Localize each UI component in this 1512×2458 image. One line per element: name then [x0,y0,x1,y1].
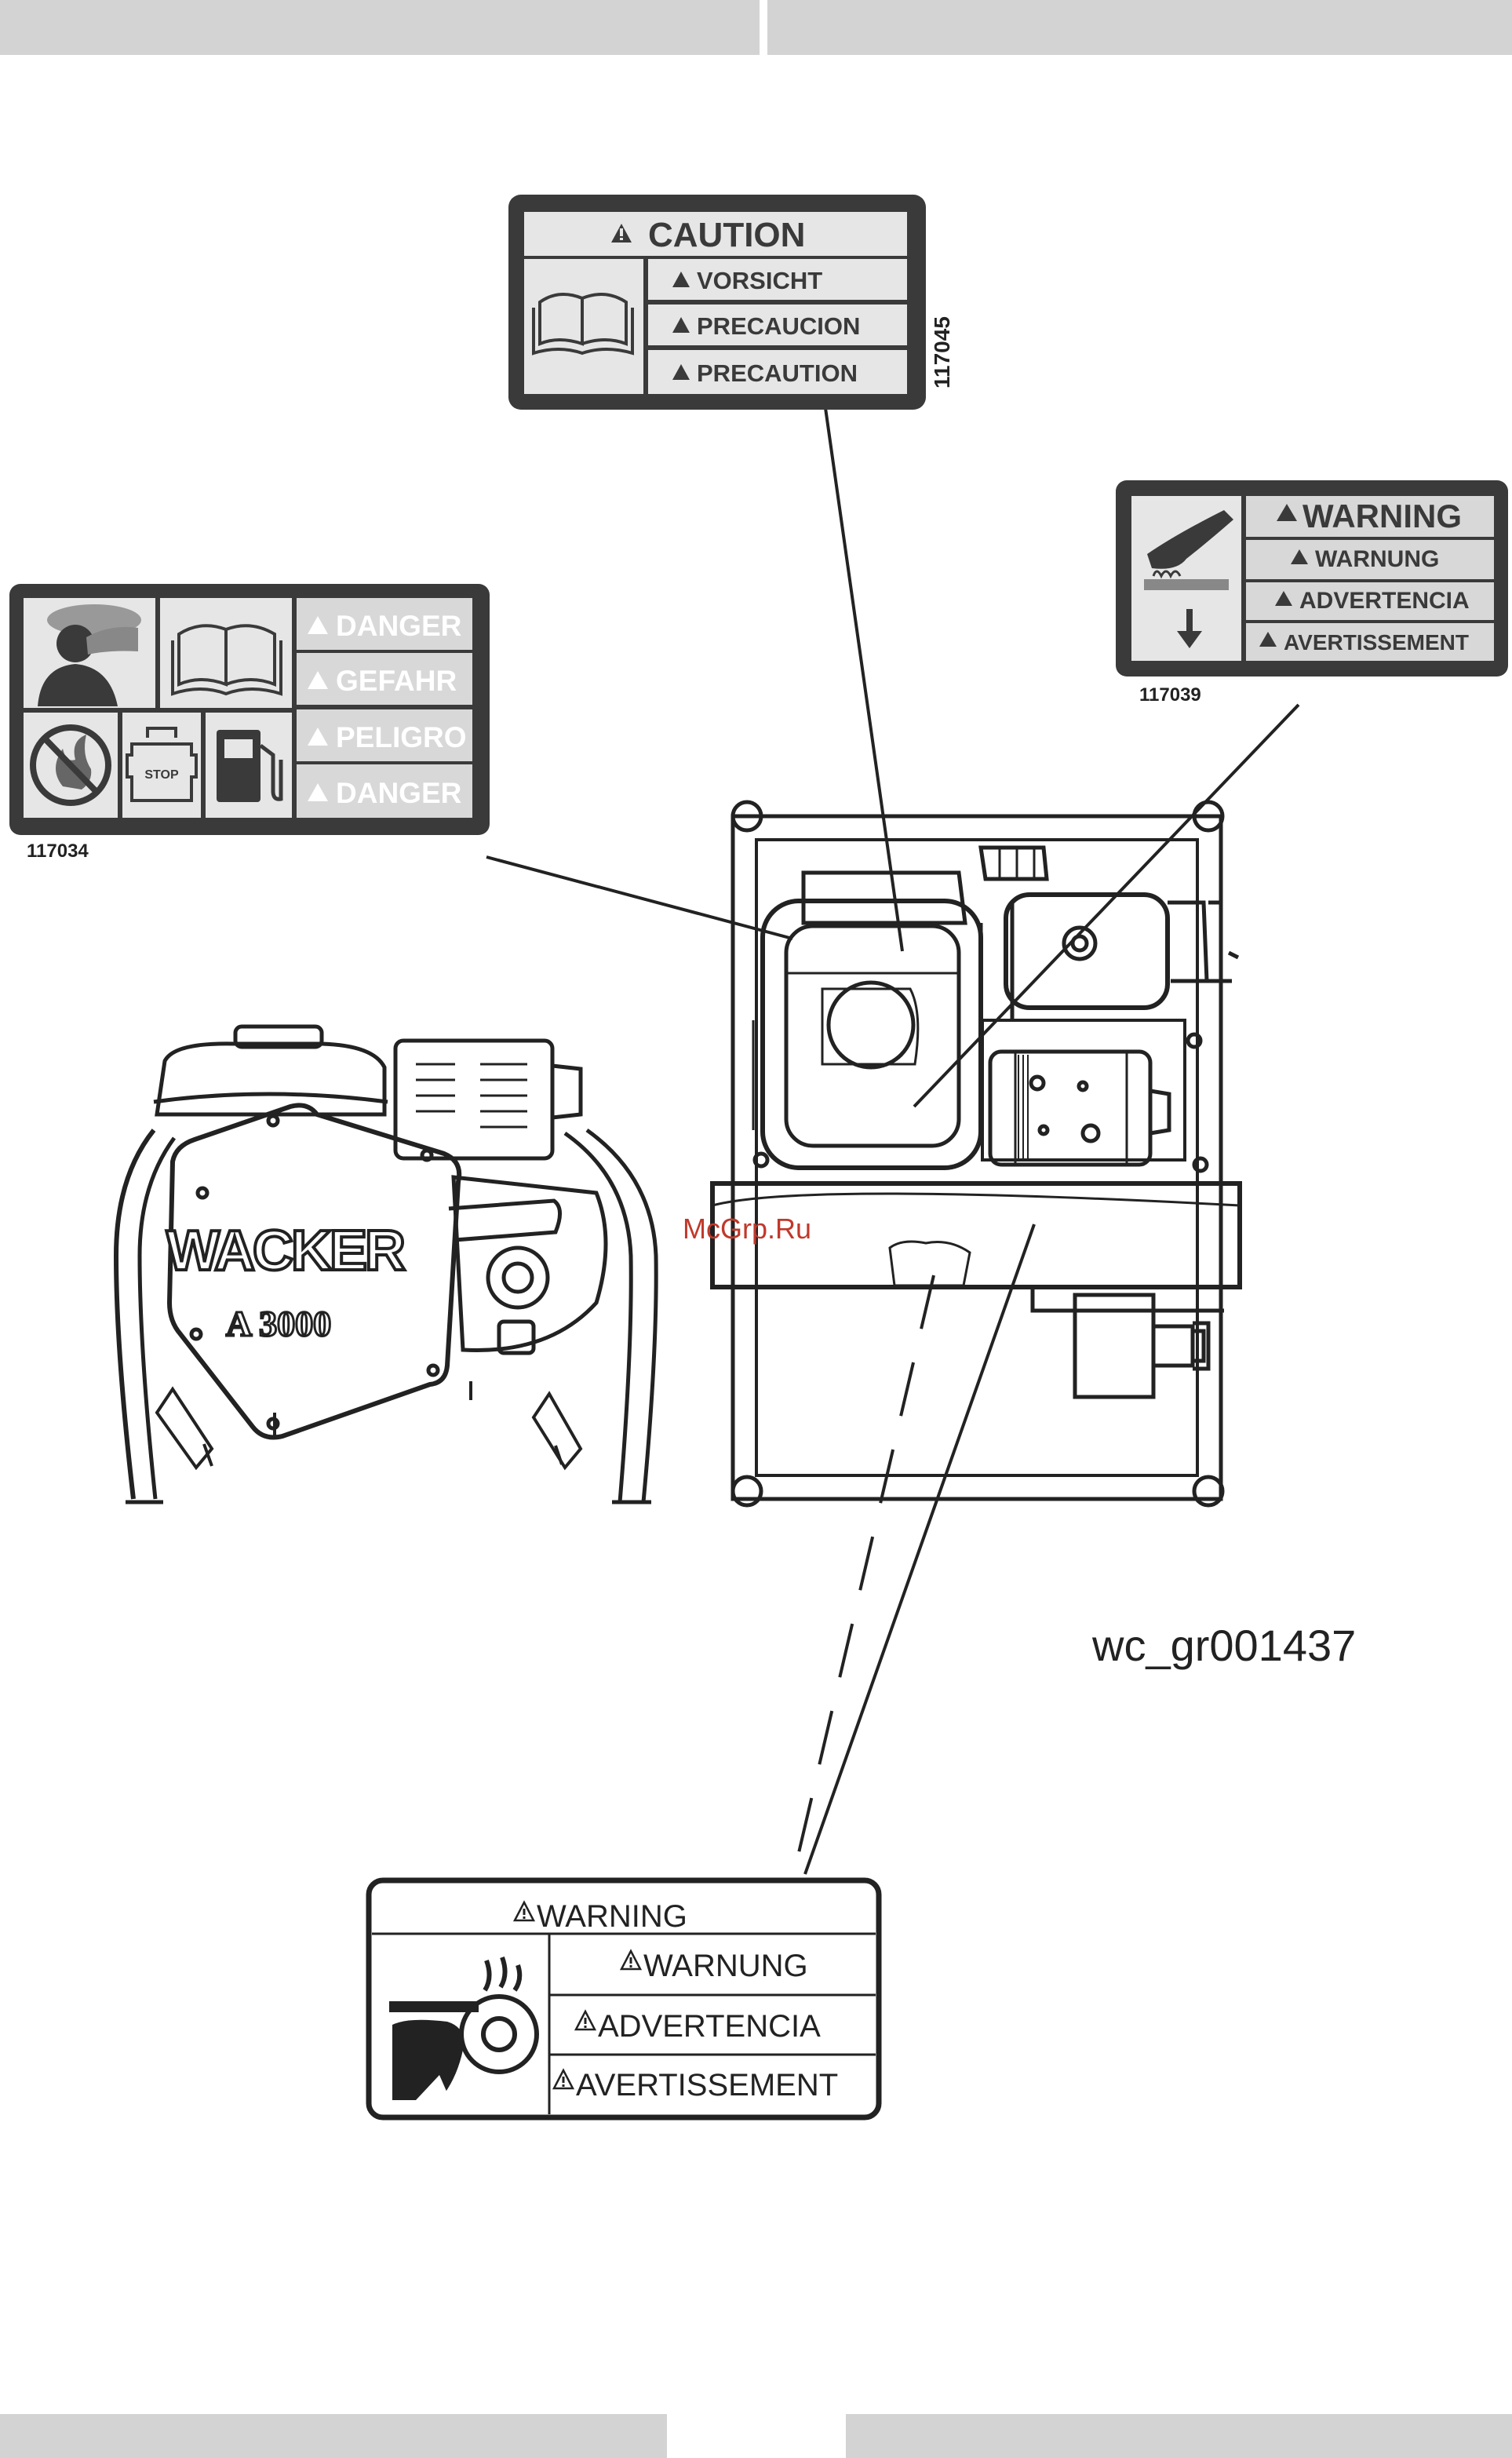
warning-belt-row-warnung: WARNUNG [643,1949,808,1983]
danger-row-gefahr: GEFAHR [336,665,457,697]
caution-row-precaution: PRECAUTION [697,359,858,387]
danger-row-peligro: PELIGRO [336,721,467,753]
pump-top-view [712,802,1240,1505]
warning-belt-label: WARNING WARNUNG ADVERTENCIA AVERTISSEMEN… [369,1880,879,2117]
stop-text: STOP [144,768,179,782]
caution-label: CAUTION VORSICHT PRECAUCION PRECAUTION 1… [508,195,954,410]
warning-belt-row-advertencia: ADVERTENCIA [598,2009,821,2044]
danger-row-danger-fr: DANGER [336,777,461,809]
warning-belt-row-avertissement: AVERTISSEMENT [576,2068,838,2102]
warning-hand-row-avertissement: AVERTISSEMENT [1284,630,1469,655]
danger-row-danger: DANGER [336,610,461,642]
brand-wacker: WACKER [166,1220,405,1282]
caution-part-number: 117045 [930,316,954,388]
warning-hand-part-number: 117039 [1139,684,1201,706]
model-a3000: A 3000 [226,1304,331,1344]
pump-brand-text: WACKER A 3000 [166,1220,405,1344]
caution-row-precaucion: PRECAUCION [697,312,860,340]
figure-id: wc_gr001437 [1091,1621,1356,1670]
caution-row-vorsicht: VORSICHT [697,267,822,294]
warning-hand-row-advertencia: ADVERTENCIA [1299,588,1470,614]
danger-part-number: 117034 [27,841,89,862]
warning-hand-label: WARNING WARNUNG ADVERTENCIA AVERTISSEMEN… [1116,480,1508,706]
warning-hand-title: WARNING [1303,498,1462,534]
warning-hand-row-warnung: WARNUNG [1315,546,1439,572]
watermark: McGrp.Ru [683,1213,811,1245]
danger-label: STOP DANGER GEFAHR PELIGRO DANGER 117034 [9,584,490,862]
caution-title: CAUTION [648,216,805,254]
warning-belt-title: WARNING [537,1899,687,1934]
